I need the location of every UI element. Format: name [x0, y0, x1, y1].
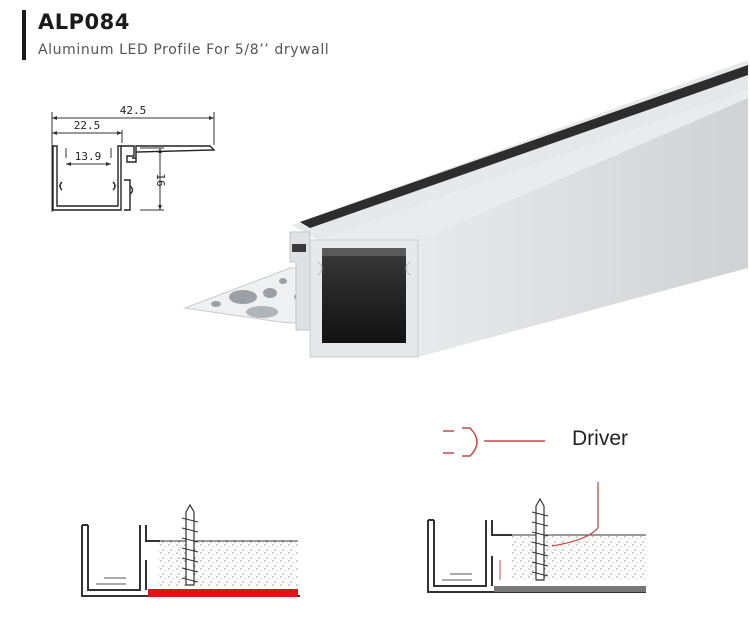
install-diagram-right [427, 482, 648, 593]
header-accent-bar [22, 10, 26, 60]
dim-inner-width: 13.9 [75, 150, 102, 163]
dim-total-width: 42.5 [120, 104, 147, 117]
driver-symbol [443, 427, 545, 457]
dim-channel-width: 22.5 [74, 119, 101, 132]
product-code: ALP084 [38, 10, 130, 34]
driver-label: Driver [572, 427, 628, 450]
product-description: Aluminum LED Profile For 5/8’’ drywall [38, 42, 330, 58]
cross-section-drawing: 42.5 22.5 13.9 16 [51, 104, 216, 212]
install-diagram-left [81, 503, 300, 597]
install-highlight-strip [148, 589, 298, 597]
profile-render [183, 60, 748, 358]
dim-height: 16 [154, 173, 167, 186]
